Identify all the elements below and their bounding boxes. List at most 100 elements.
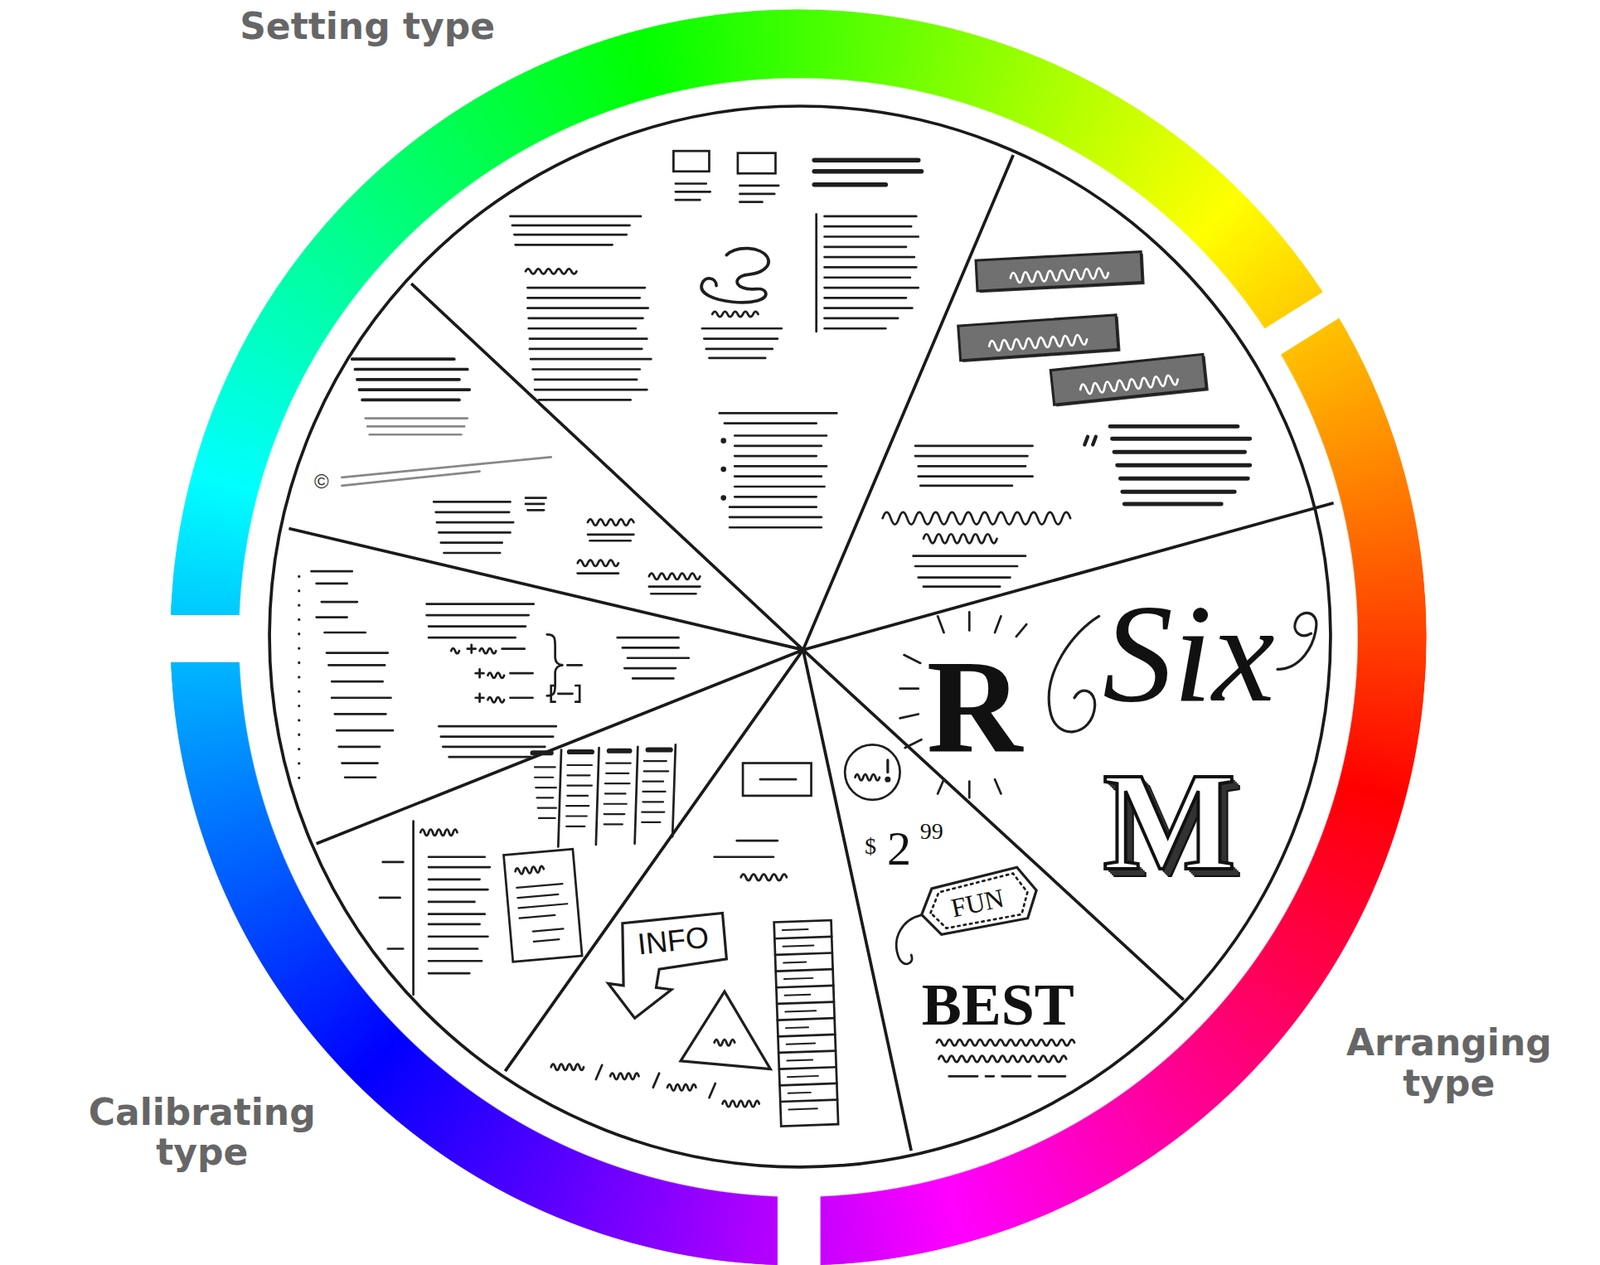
sketch-calibrating-lists: [475, 669, 534, 678]
sketch-setting-text: [814, 160, 922, 185]
sketch-calibrating-lists: [551, 685, 580, 703]
sketch-setting-headings: [958, 315, 1121, 364]
sketch-setting-headings: [1080, 374, 1179, 396]
ring-gap: [150, 615, 252, 663]
sketch-setting-headings: [1050, 353, 1207, 405]
sketch-calibrating-lists: [475, 693, 534, 703]
sketch-setting-text: [722, 439, 726, 443]
sketch-arranging-misc: [916, 864, 1042, 941]
sketch-setting-text: [722, 467, 726, 471]
sign-word: INFO: [636, 921, 711, 960]
sketch-setting-details: [587, 534, 634, 541]
tag-word: FUN: [949, 884, 1007, 922]
slab-letter: M: [1102, 751, 1236, 893]
price-number: 2: [887, 824, 912, 873]
sketch-calibrating-tables: [533, 750, 671, 754]
sketch-setting-details: [352, 358, 471, 400]
sketch-setting-text: [814, 213, 818, 332]
sketch-setting-details: [577, 560, 619, 567]
sketch-setting-details: [525, 498, 547, 511]
sketch-setting-headings: [1050, 353, 1209, 408]
sketch-arranging-misc: [886, 777, 890, 781]
price-sign: $: [864, 833, 877, 860]
sketch-calibrating-tables: [504, 848, 583, 962]
sketch-calibrating-wayfinding: [596, 1065, 602, 1080]
pie-spokes: [288, 155, 1334, 1151]
sketch-setting-text: [509, 150, 922, 528]
sketch-calibrating-wayfinding: [653, 1073, 660, 1088]
sketch-setting-text: [702, 328, 782, 359]
sketch-calibrating-wayfinding: [608, 912, 728, 1019]
sketch-arranging-misc: [886, 760, 889, 773]
sketch-arranging-misc: [938, 1056, 1067, 1062]
script-word: Six: [1102, 582, 1276, 724]
sketch-arranging-misc: [916, 864, 1042, 941]
sketch-setting-text: [824, 216, 919, 329]
sketch-setting-text: [527, 287, 651, 400]
sketch-calibrating-tables: [516, 883, 571, 943]
sketch-display-type: [900, 611, 1028, 798]
sketch-setting-details: [577, 572, 619, 575]
sketch-calibrating-wayfinding: [610, 1073, 639, 1080]
section-label: Calibrating type: [88, 1092, 316, 1174]
sketch-calibrating-wayfinding: [551, 1064, 584, 1071]
sketch-setting-text: [712, 311, 758, 317]
sketch-setting-headings: [923, 533, 998, 544]
sketch-setting-headings: [882, 252, 1251, 587]
sketch-calibrating-lists: [450, 644, 525, 654]
sketch-calibrating-wayfinding: [708, 1083, 715, 1098]
sketch-calibrating-wayfinding: [667, 1084, 696, 1091]
sketch-calibrating-wayfinding: [742, 763, 811, 796]
sketch-arranging-misc: [854, 774, 880, 781]
sketch-setting-details: [649, 586, 701, 595]
sketch-calibrating-tables: [428, 857, 490, 974]
section-label: Setting type: [239, 6, 495, 47]
sketch-calibrating-wayfinding: [782, 929, 820, 1111]
sketch-calibrating-wayfinding: [722, 1100, 759, 1107]
sketch-setting-headings: [1010, 267, 1110, 283]
sketch-setting-details: [365, 418, 468, 436]
sketch-arranging-misc: [844, 744, 900, 800]
sketch-setting-text: [675, 184, 779, 203]
sketch-calibrating-wayfinding: [760, 778, 796, 781]
sketch-calibrating-tables: [504, 848, 583, 962]
sketch-setting-text: [719, 412, 838, 528]
sketch-arranging-misc: [949, 1075, 1066, 1078]
sketch-arranging-misc: [926, 871, 1032, 933]
sketch-setting-text: [525, 268, 577, 274]
sketch-calibrating-lists: [617, 637, 689, 679]
sketch-arranging-misc: [896, 915, 922, 965]
sketch-calibrating-wayfinding: [774, 920, 839, 1126]
sketch-setting-headings: [958, 315, 1119, 361]
pie-circle: [269, 106, 1331, 1168]
sketch-calibrating-lists: [426, 604, 534, 639]
sketch-calibrating-tables: [379, 862, 403, 950]
sketch-setting-text: [701, 248, 769, 303]
sketch-calibrating-wayfinding: [774, 920, 839, 1126]
sketch-setting-headings: [1084, 436, 1096, 446]
sketch-setting-text: [673, 150, 709, 172]
sketch-setting-details: [587, 518, 634, 525]
sketch-calibrating-tables: [412, 821, 415, 995]
sketch-setting-details: [433, 501, 514, 553]
sketch-setting-headings: [975, 252, 1145, 294]
sketch-calibrating-lists: [297, 576, 301, 781]
price-cents: 99: [920, 819, 944, 844]
sketch-arranging-misc: [936, 1039, 1075, 1046]
sketch-calibrating-lists: [438, 726, 557, 757]
sketch-calibrating-wayfinding: [741, 874, 787, 881]
sketch-arranging-misc: [844, 744, 1075, 1077]
display-letter: R: [926, 640, 1024, 774]
sketch-setting-text: [509, 216, 641, 245]
sketch-calibrating-lists: [311, 571, 393, 778]
sketch-setting-text: [722, 496, 726, 500]
sketch-setting-headings: [989, 334, 1088, 352]
sketch-calibrating-lists: [299, 571, 689, 781]
sketch-calibrating-wayfinding: [714, 1039, 736, 1046]
sketch-calibrating-tables: [420, 829, 457, 836]
section-label: Arranging type: [1346, 1023, 1552, 1104]
ring-gap: [1260, 293, 1349, 349]
